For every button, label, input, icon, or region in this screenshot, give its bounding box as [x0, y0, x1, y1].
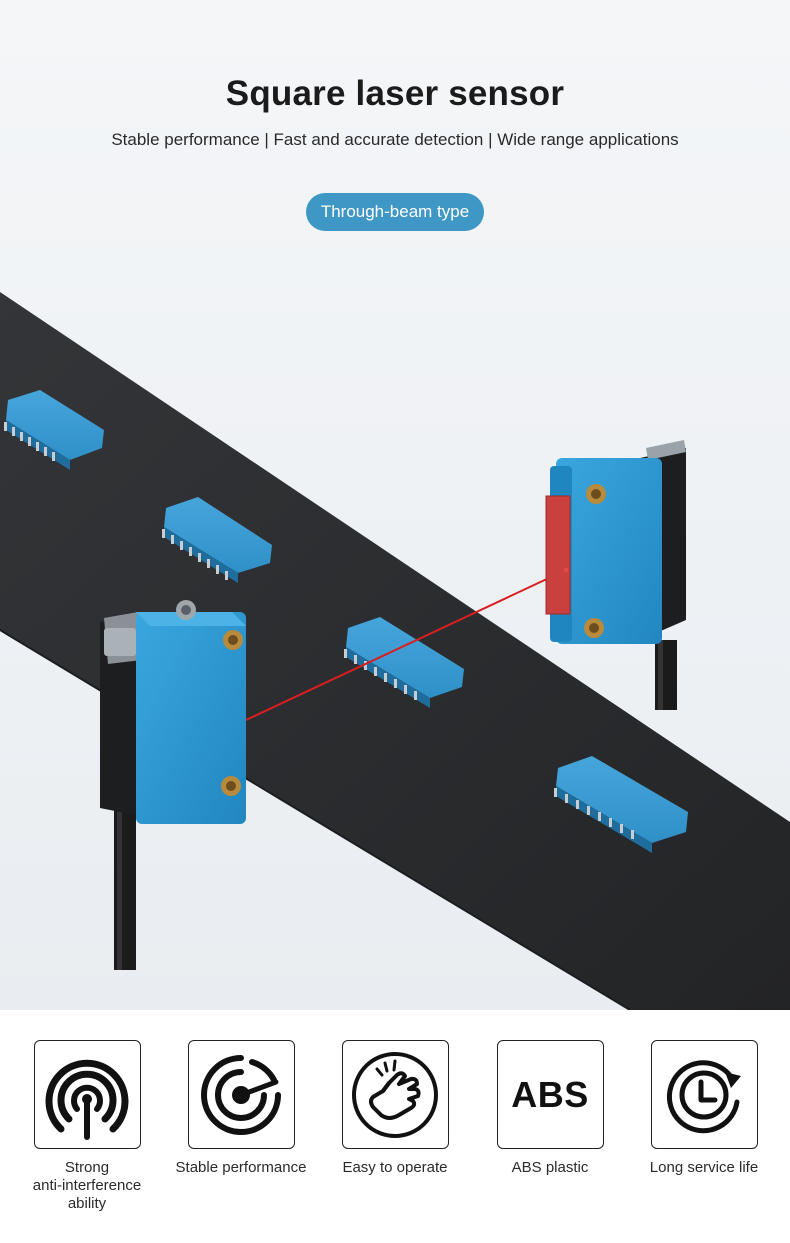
ic-chip: [162, 497, 272, 583]
signal-antenna-icon: [45, 1059, 129, 1140]
hero-section: Square laser sensor Stable performance |…: [0, 0, 790, 1010]
ic-chip: [4, 390, 104, 470]
emitter-sensor: [100, 600, 246, 970]
product-scene: [0, 292, 790, 1010]
feature-label: Strong anti-interference ability: [32, 1159, 142, 1212]
feature-icon-box: ABS: [496, 1040, 604, 1149]
page-title: Square laser sensor: [225, 74, 565, 113]
laser-beam: [245, 569, 567, 721]
clock-refresh-icon: [666, 1059, 741, 1133]
feature-label: ABS plastic: [511, 1159, 589, 1176]
type-badge: Through-beam type: [306, 193, 484, 231]
feature-icon-box: [341, 1040, 449, 1149]
feature-label: Stable performance: [175, 1159, 307, 1176]
hand-touch-icon: [352, 1051, 438, 1138]
target-icon: [201, 1054, 281, 1135]
ic-chip: [554, 756, 688, 853]
receiver-sensor: [545, 440, 686, 710]
feature-stable-performance: Stable performance: [164, 1040, 318, 1177]
feature-label: Easy to operate: [342, 1159, 448, 1176]
feature-icon-box: [187, 1040, 295, 1149]
feature-easy-operate: Easy to operate: [318, 1040, 472, 1177]
page-subtitle: Stable performance | Fast and accurate d…: [111, 130, 679, 149]
features-row: Strong anti-interference ability Stable …: [0, 1010, 790, 1243]
feature-label: Long service life: [649, 1159, 759, 1176]
feature-long-service-life: Long service life: [627, 1040, 781, 1177]
abs-icon: ABS: [511, 1073, 589, 1115]
feature-icon-box: [33, 1040, 141, 1149]
feature-anti-interference: Strong anti-interference ability: [10, 1040, 164, 1213]
feature-abs-plastic: ABS ABS plastic: [473, 1040, 627, 1177]
feature-icon-box: [650, 1040, 758, 1149]
